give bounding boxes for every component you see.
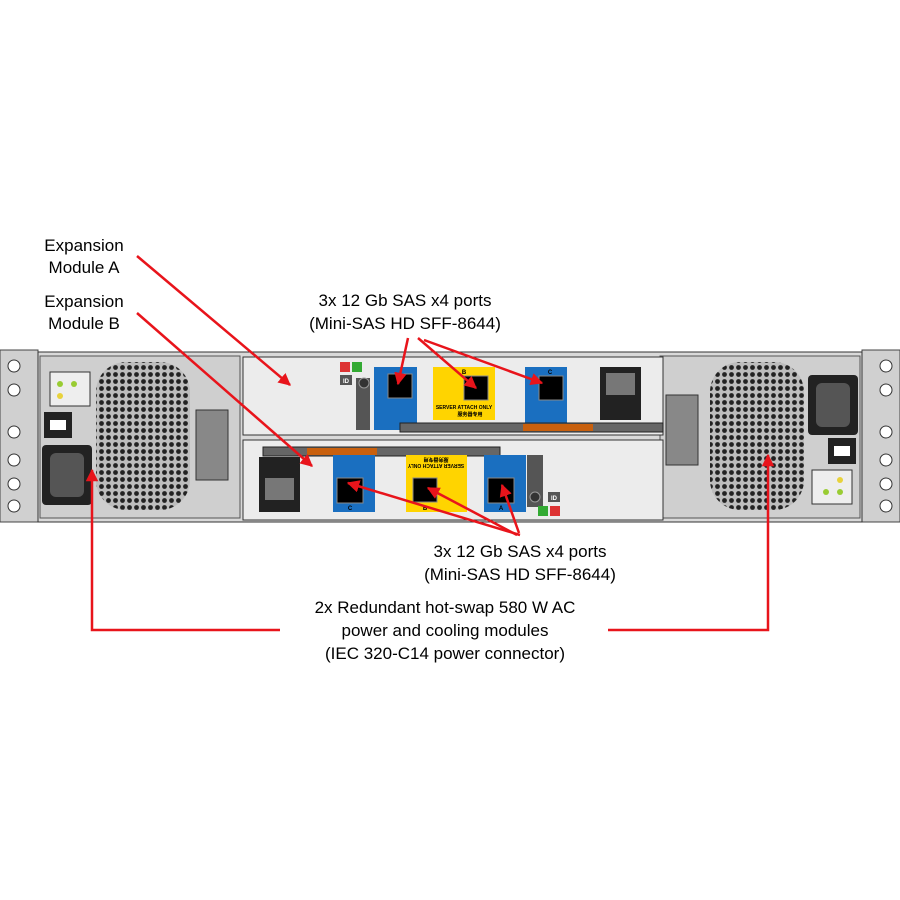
psu-led-panel xyxy=(49,371,91,407)
arrow-power-left xyxy=(85,468,280,632)
id-label: ID xyxy=(551,496,558,502)
arrow-bottom-port-a xyxy=(499,483,521,534)
ports-bottom-label-line1: 3x 12 Gb SAS x4 ports xyxy=(434,542,607,561)
power-label-line2: power and cooling modules xyxy=(342,621,549,640)
server-attach-cn-label: 服务器专用 xyxy=(423,456,448,463)
callout-arrows xyxy=(85,255,775,632)
release-lever[interactable] xyxy=(262,446,501,457)
ports-top-label-line2: (Mini-SAS HD SFF-8644) xyxy=(309,314,501,333)
module-b-label-line1: Expansion xyxy=(44,292,123,311)
server-attach-cn-label: 服务器专用 xyxy=(457,411,482,418)
fan-grille xyxy=(710,362,804,510)
arrow-module-b xyxy=(136,312,313,467)
arrow-bottom-port-b xyxy=(426,486,518,537)
power-cooling-module-left xyxy=(39,355,241,519)
arrow-top-port-b xyxy=(417,337,477,389)
power-label-line3: (IEC 320-C14 power connector) xyxy=(325,644,565,663)
arrow-bottom-port-c xyxy=(346,480,521,537)
port-c-label: C xyxy=(548,370,553,376)
power-label-line1: 2x Redundant hot-swap 580 W AC xyxy=(315,598,576,617)
arrow-top-port-a xyxy=(394,337,410,386)
id-button[interactable] xyxy=(340,375,352,385)
psu-led-panel xyxy=(811,469,853,505)
port-b-label: B xyxy=(423,506,428,512)
module-a-label-line1: Expansion xyxy=(44,236,123,255)
arrow-power-right xyxy=(608,453,775,632)
power-cooling-module-right xyxy=(659,355,861,519)
module-b-label-line2: Module B xyxy=(48,314,120,333)
port-a-label: A xyxy=(499,506,504,512)
ports-bottom-label-line2: (Mini-SAS HD SFF-8644) xyxy=(424,565,616,584)
server-attach-label: SERVER ATTACH ONLY xyxy=(407,462,464,468)
rack-ear-holes xyxy=(7,359,893,513)
id-button[interactable] xyxy=(548,492,560,502)
fan-grille xyxy=(96,362,190,510)
arrow-module-a xyxy=(136,255,291,386)
port-c-label: C xyxy=(348,506,353,512)
port-b-label: B xyxy=(462,370,467,376)
module-a-label-line2: Module A xyxy=(49,258,121,277)
ports-top-label-line1: 3x 12 Gb SAS x4 ports xyxy=(319,291,492,310)
expansion-module-b: C SERVER ATTACH ONLY 服务器专用 B A ID xyxy=(242,439,664,521)
server-attach-label: SERVER ATTACH ONLY xyxy=(436,405,493,411)
arrow-top-port-c xyxy=(423,338,544,386)
expansion-module-a: ID B SERVER ATTACH ONLY 服务器专用 C xyxy=(242,356,664,436)
id-label: ID xyxy=(343,379,350,385)
